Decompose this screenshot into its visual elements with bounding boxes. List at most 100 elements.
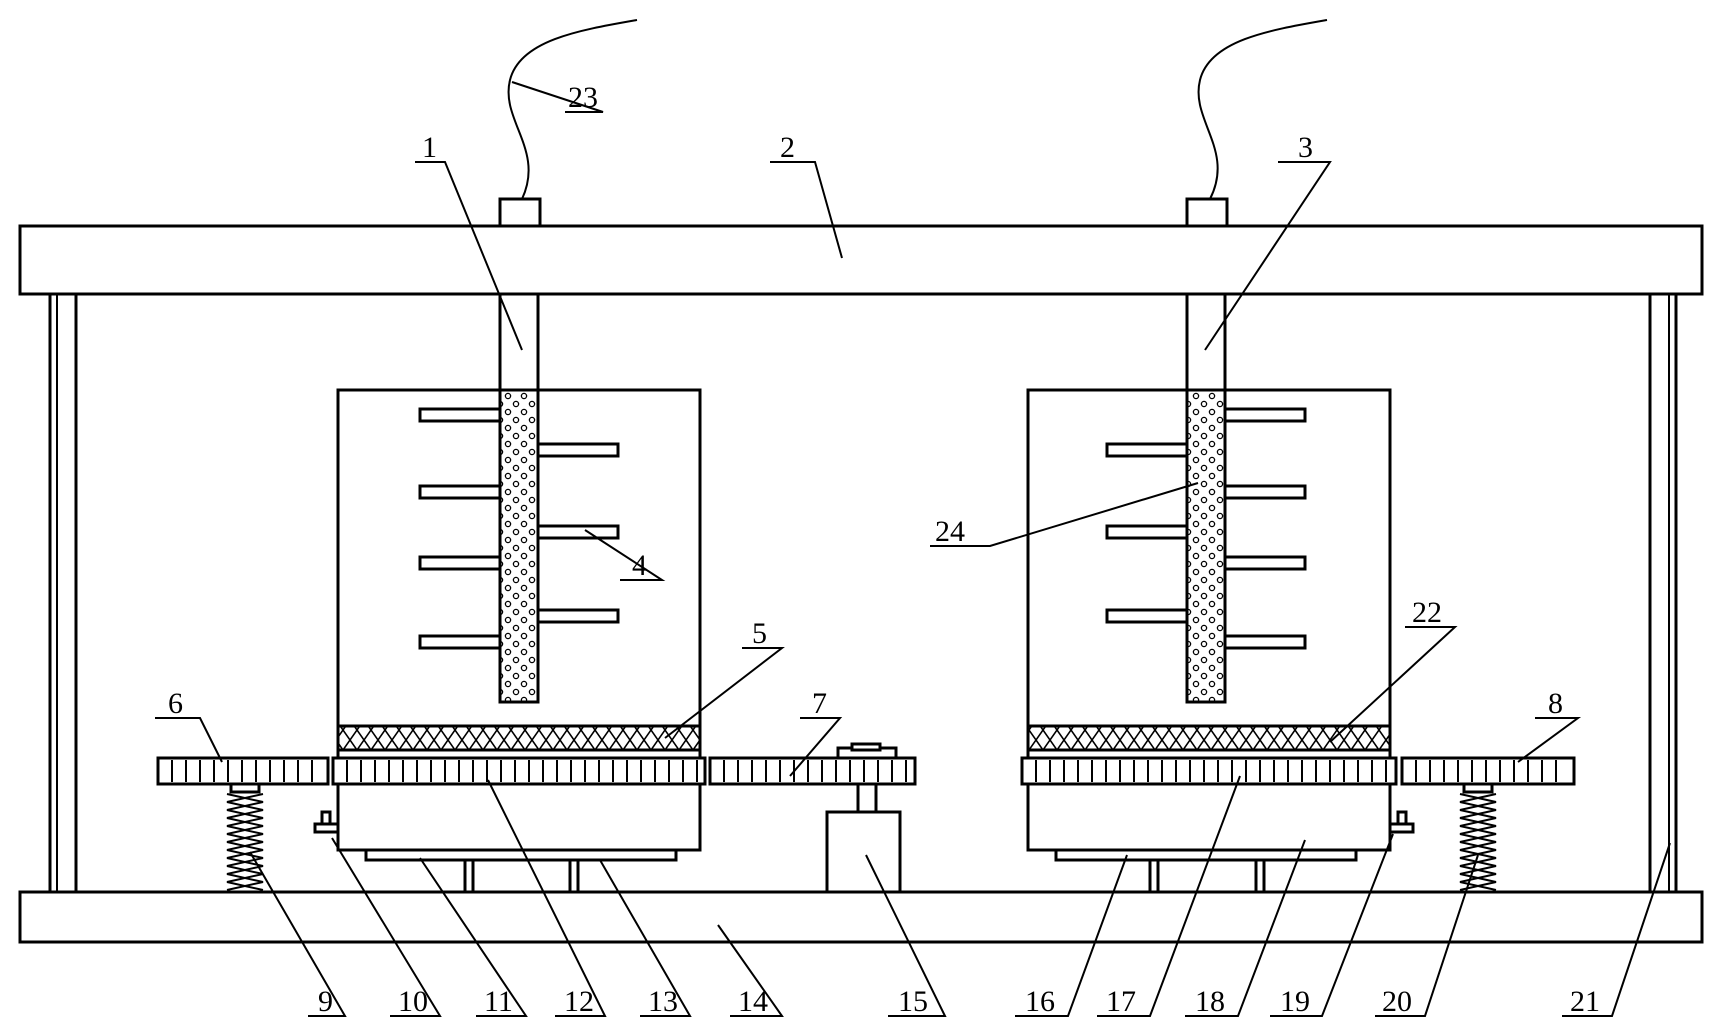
leader-16 <box>1015 854 1128 1017</box>
callout-9: 9 <box>318 985 333 1018</box>
leader-19 <box>1270 833 1394 1017</box>
leader-21 <box>1562 842 1671 1017</box>
callout-24: 24 <box>935 515 965 548</box>
gear-12 <box>331 756 707 786</box>
callout-23: 23 <box>568 81 598 114</box>
leader-3 <box>1204 161 1332 351</box>
left-cable <box>507 19 638 200</box>
leader-20 <box>1375 854 1479 1017</box>
left-tank-bottom-plate <box>364 848 678 862</box>
center-drive-motor <box>825 810 902 894</box>
leader-2 <box>770 161 843 259</box>
gear-17 <box>1020 756 1398 786</box>
leader-7 <box>789 717 843 777</box>
left-motor-cap <box>498 197 542 228</box>
leader-12 <box>487 779 607 1017</box>
right-column <box>1648 292 1678 894</box>
center-drive-shaft <box>856 782 878 814</box>
callout-10: 10 <box>398 985 428 1018</box>
springs <box>226 782 1497 891</box>
callout-22: 22 <box>1412 596 1442 629</box>
center-drive <box>825 742 902 894</box>
right-tank-foot-1 <box>1148 858 1160 894</box>
left-motor-assembly <box>498 19 638 392</box>
left-tank-foot-1 <box>463 858 475 894</box>
leader-10 <box>331 837 442 1017</box>
callout-8: 8 <box>1548 687 1563 720</box>
right-blade <box>1105 442 1189 458</box>
leader-13 <box>599 859 692 1017</box>
leader-17 <box>1097 775 1241 1017</box>
callout-1: 1 <box>422 131 437 164</box>
top-beam <box>18 224 1704 296</box>
right-motor-assembly <box>1185 19 1328 392</box>
callout-18: 18 <box>1195 985 1225 1018</box>
center-drive-knob-top <box>850 742 882 752</box>
right-motor-cap <box>1185 197 1229 228</box>
leader-lines <box>155 81 1671 1017</box>
right-filter-layer <box>1026 724 1392 752</box>
spring-20 <box>1459 782 1497 891</box>
right-blade <box>1223 407 1307 423</box>
left-blade <box>418 555 502 571</box>
right-tank-bottom-plate <box>1054 848 1358 862</box>
leader-18 <box>1185 839 1306 1017</box>
right-blade <box>1105 524 1189 540</box>
base-plate <box>18 890 1704 944</box>
right-tank-foot-2 <box>1254 858 1266 894</box>
left-perforated-shaft <box>498 388 540 704</box>
gear-7 <box>708 756 917 786</box>
left-blade <box>418 407 502 423</box>
right-blade <box>1223 634 1307 650</box>
leader-11 <box>419 857 528 1017</box>
left-blade <box>418 484 502 500</box>
right-blade <box>1223 484 1307 500</box>
callout-5: 5 <box>752 617 767 650</box>
right-cable <box>1197 19 1328 200</box>
left-valve-stem <box>320 810 332 826</box>
leader-15 <box>865 854 947 1017</box>
callout-16: 16 <box>1025 985 1055 1018</box>
left-tank <box>313 388 702 894</box>
callout-12: 12 <box>564 985 594 1018</box>
callout-2: 2 <box>780 131 795 164</box>
left-blade <box>536 524 620 540</box>
right-perforated-shaft <box>1185 388 1227 704</box>
right-shaft <box>1185 292 1227 392</box>
leader-4 <box>584 529 666 581</box>
right-blade <box>1223 555 1307 571</box>
right-blade <box>1105 608 1189 624</box>
callout-7: 7 <box>812 687 827 720</box>
right-valve-stem <box>1396 810 1408 826</box>
leader-24 <box>930 482 1199 547</box>
gear-6 <box>156 756 330 786</box>
left-column <box>48 292 78 894</box>
callout-3: 3 <box>1298 131 1313 164</box>
frame <box>18 224 1704 944</box>
gear-8 <box>1400 756 1576 786</box>
leader-14 <box>717 924 784 1017</box>
leader-1 <box>415 161 523 351</box>
leader-5 <box>664 647 785 739</box>
leader-6 <box>155 717 223 763</box>
callout-11: 11 <box>484 985 513 1018</box>
leader-9 <box>249 851 347 1017</box>
leader-8 <box>1517 717 1582 763</box>
callout-6: 6 <box>168 687 183 720</box>
left-blade <box>536 608 620 624</box>
left-blade <box>418 634 502 650</box>
callout-17: 17 <box>1106 985 1136 1018</box>
callout-15: 15 <box>898 985 928 1018</box>
gear-row <box>156 756 1576 786</box>
callout-14: 14 <box>738 985 768 1018</box>
leader-22 <box>1329 626 1458 743</box>
right-tank <box>1026 388 1415 894</box>
callout-21: 21 <box>1570 985 1600 1018</box>
callout-4: 4 <box>632 549 647 582</box>
callout-20: 20 <box>1382 985 1412 1018</box>
callout-labels: 1 2 3 4 5 6 7 8 9 10 11 12 13 14 15 16 1… <box>168 81 1600 1018</box>
callout-19: 19 <box>1280 985 1310 1018</box>
spring-9 <box>226 782 264 891</box>
left-filter-layer <box>336 724 702 752</box>
